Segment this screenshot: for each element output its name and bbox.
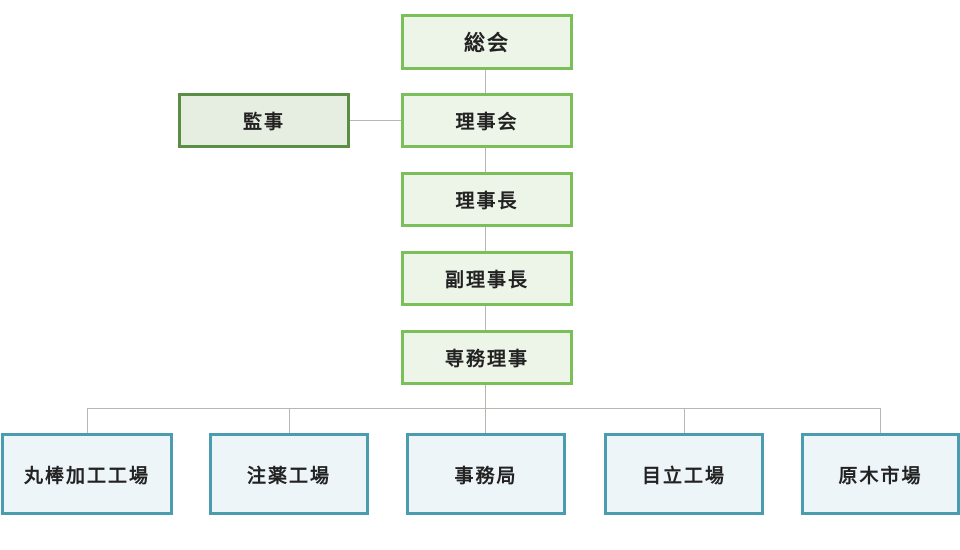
connector-vice-executive bbox=[485, 305, 486, 331]
connector-drop-3 bbox=[485, 408, 486, 434]
board-box: 理事会 bbox=[401, 93, 573, 148]
connector-drop-5 bbox=[880, 408, 881, 434]
department-box-medate: 目立工場 bbox=[604, 433, 764, 515]
general-meeting-box: 総会 bbox=[401, 14, 573, 70]
connector-executive-bus bbox=[485, 384, 486, 408]
vice-chairman-box: 副理事長 bbox=[401, 251, 573, 306]
connector-general-board bbox=[485, 68, 486, 94]
connector-board-chairman bbox=[485, 147, 486, 173]
department-box-maru-bou: 丸棒加工工場 bbox=[1, 433, 173, 515]
chairman-box: 理事長 bbox=[401, 172, 573, 227]
department-box-genboku: 原木市場 bbox=[801, 433, 960, 515]
connector-bus bbox=[87, 408, 881, 409]
connector-drop-4 bbox=[684, 408, 685, 434]
executive-director-box: 専務理事 bbox=[401, 330, 573, 385]
department-box-chuyaku: 注薬工場 bbox=[209, 433, 369, 515]
department-box-jimukyoku: 事務局 bbox=[406, 433, 566, 515]
auditor-box: 監事 bbox=[178, 93, 350, 148]
connector-drop-2 bbox=[289, 408, 290, 434]
connector-chairman-vice bbox=[485, 226, 486, 252]
connector-auditor-board bbox=[350, 120, 402, 121]
connector-drop-1 bbox=[87, 408, 88, 434]
